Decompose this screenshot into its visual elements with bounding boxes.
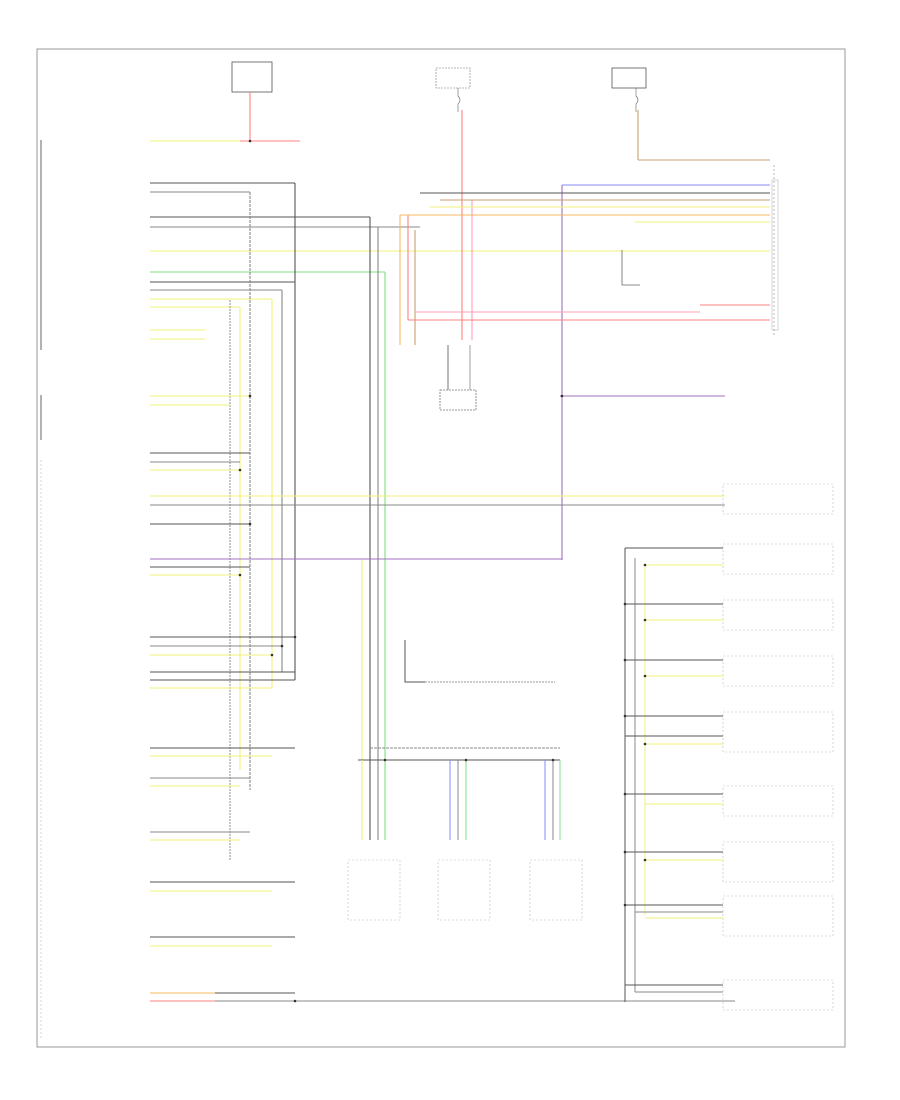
left-wires	[150, 92, 770, 340]
fuse-symbol-right	[635, 88, 639, 112]
diagram-frame	[36, 48, 846, 1048]
left-modules	[150, 395, 735, 1002]
bottom-harness	[347, 640, 583, 921]
right-wires	[150, 159, 770, 560]
right-modules	[624, 483, 834, 1011]
fuse-block-right	[611, 67, 647, 89]
module-block-left	[347, 859, 401, 921]
fuse-symbol-center	[457, 88, 461, 112]
fuse-block-center	[435, 67, 471, 89]
junction-dots	[238, 139, 647, 1003]
module-block-right	[529, 859, 583, 921]
right-connector	[771, 165, 779, 335]
emergency-junction-box	[231, 61, 273, 93]
center-components	[439, 250, 640, 411]
vertical-trunks	[229, 110, 639, 860]
module-block-center	[437, 859, 491, 921]
top-components	[231, 61, 647, 112]
